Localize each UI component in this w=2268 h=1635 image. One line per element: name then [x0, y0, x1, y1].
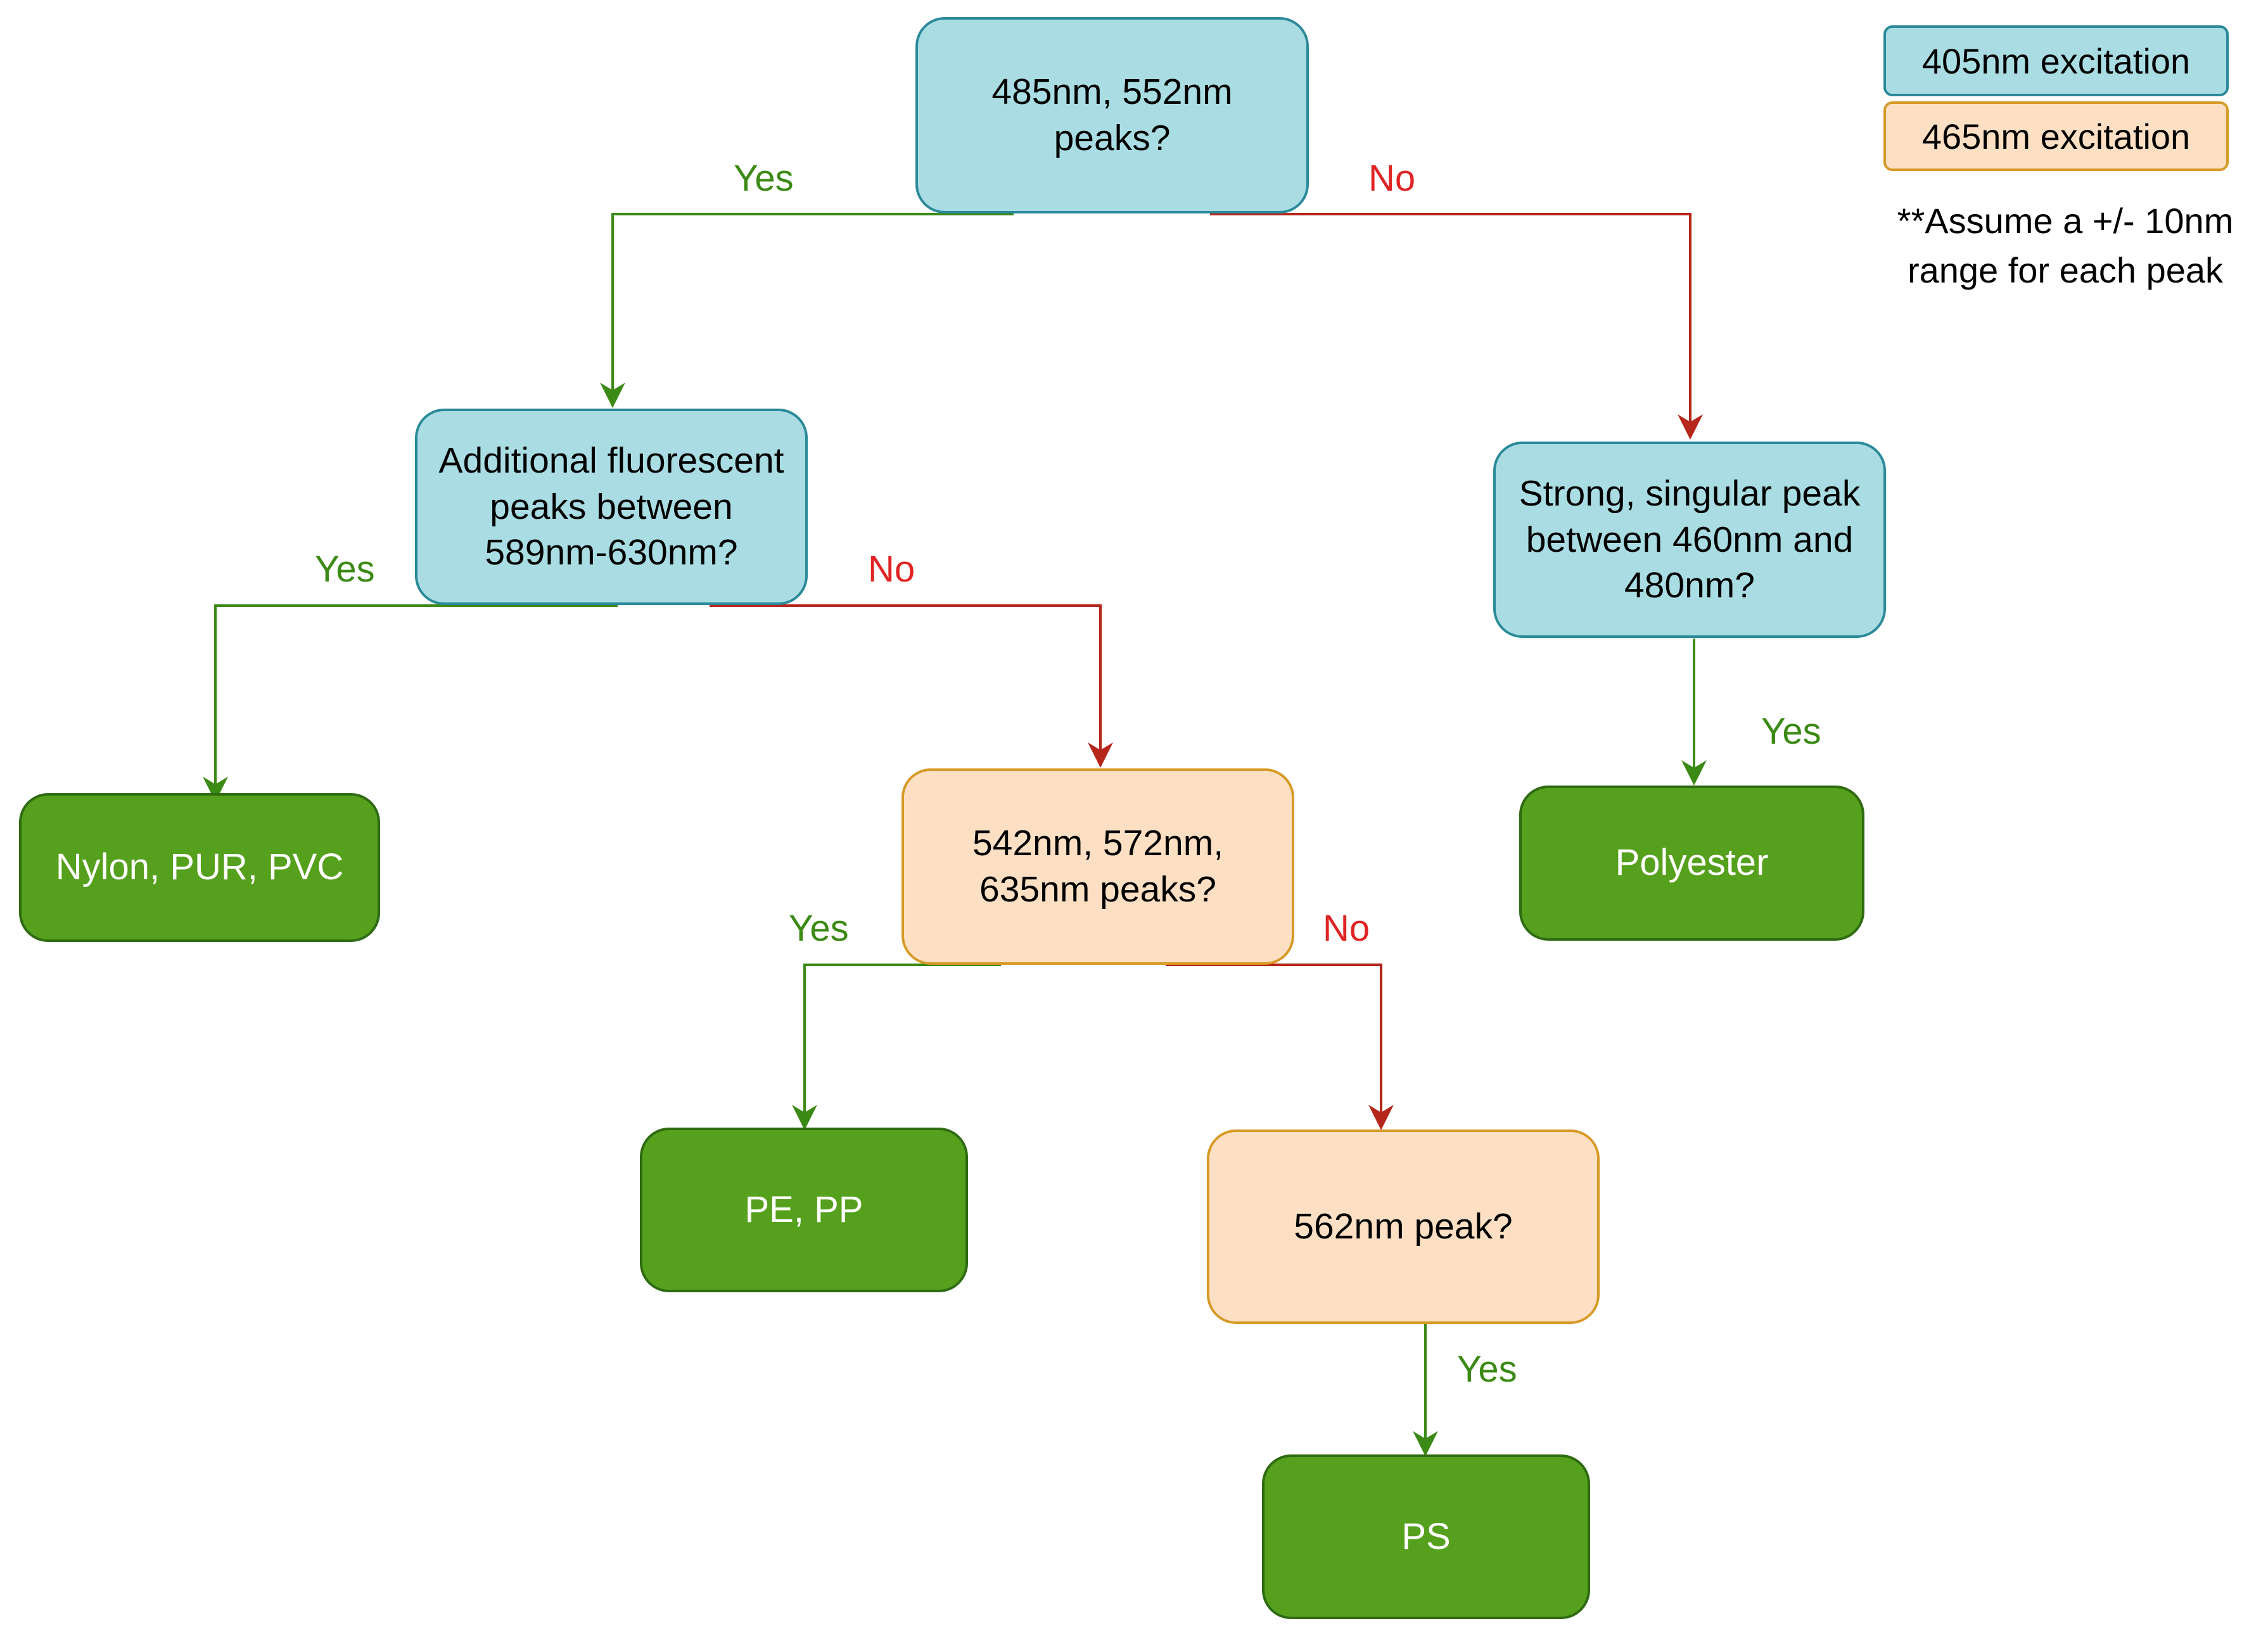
edge-q2-no-line [710, 604, 1113, 768]
edge-q1-no-line [1210, 213, 1703, 440]
legend-note: **Assume a +/- 10nm range for each peak [1897, 201, 2234, 291]
decision-node-460-480: Strong, singular peak between 460nm and … [1493, 442, 1886, 638]
result-node-polyester: Polyester [1519, 786, 1864, 941]
decision-node-542-572-635: 542nm, 572nm, 635nm peaks? [901, 768, 1294, 965]
decision-node-589-630: Additional fluorescent peaks between 589… [415, 409, 808, 605]
legend-405nm-excitation: 405nm excitation [1883, 25, 2229, 96]
edge-label-q1-yes: Yes [734, 158, 794, 199]
decision-node-485-552: 485nm, 552nm peaks? [915, 17, 1309, 213]
legend-465nm-excitation: 465nm excitation [1883, 101, 2229, 171]
edge-label-q4-no: No [1323, 908, 1370, 949]
edge-label-q2-yes: Yes [315, 549, 375, 590]
edge-label-q5-yes: Yes [1457, 1349, 1517, 1390]
edge-label-q3-yes: Yes [1761, 711, 1821, 752]
edge-label-q2-no: No [868, 549, 915, 590]
edge-q4-no-line [1166, 964, 1394, 1130]
edge-label-q4-yes: Yes [789, 908, 849, 949]
edge-label-q1-no: No [1368, 158, 1416, 199]
result-node-pe-pp: PE, PP [640, 1128, 968, 1292]
edge-q2-yes-line [203, 604, 618, 802]
edge-q1-yes-line [600, 213, 1014, 408]
result-node-nylon-pur-pvc: Nylon, PUR, PVC [19, 793, 380, 942]
decision-node-562: 562nm peak? [1207, 1129, 1600, 1324]
edge-q4-yes-line [792, 964, 1001, 1130]
result-node-ps: PS [1262, 1454, 1590, 1619]
